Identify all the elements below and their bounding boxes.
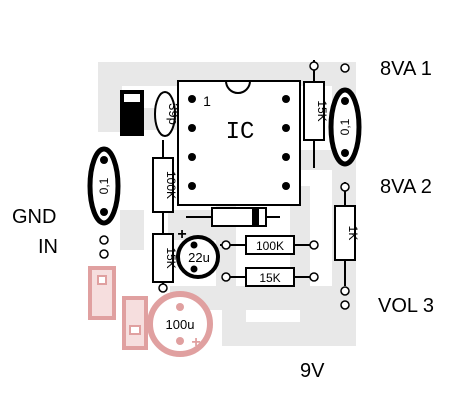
label-9v: 9V	[300, 360, 325, 382]
capacitor-39p: 39p	[154, 91, 181, 137]
resistor-100k-vertical-label: 100K	[164, 171, 178, 199]
capacitor-39p-label: 39p	[166, 103, 181, 125]
resistor-15k-horizontal: 15K	[222, 267, 318, 287]
capacitor-22u-label: 22u	[188, 250, 210, 265]
capacitor-100u-label: 100u	[166, 317, 195, 332]
resistor-1k: 1K	[334, 182, 360, 286]
capacitor-0-1-left: 0,1	[87, 146, 121, 226]
offboard-terminal-1	[88, 266, 116, 320]
ic-label: IC	[226, 119, 255, 146]
label-in: IN	[38, 236, 58, 258]
resistor-15k-left-label: 15K	[164, 247, 178, 268]
capacitor-0-1-right-label: 0,1	[338, 118, 352, 135]
capacitor-22u-plus: +	[177, 226, 186, 243]
resistor-15k-top: 15K	[303, 60, 329, 168]
label-gnd: GND	[12, 206, 57, 228]
capacitor-0-1-right: 0,1	[328, 87, 362, 167]
offboard-terminal-2	[122, 296, 148, 350]
resistor-15k-horizontal-label: 15K	[259, 271, 280, 285]
capacitor-0-1-left-label: 0,1	[97, 177, 111, 194]
resistor-100k-vertical: 100K	[152, 140, 178, 230]
diode	[186, 207, 280, 227]
resistor-100k-horizontal-label: 100K	[256, 239, 284, 253]
resistor-100k-horizontal: 100K	[220, 235, 318, 255]
label-vol-3: VOL 3	[378, 295, 434, 317]
label-8va-2: 8VA 2	[380, 176, 432, 198]
resistor-15k-top-label: 15K	[315, 100, 329, 121]
label-8va-1: 8VA 1	[380, 58, 432, 80]
ic-chip: IC 1	[177, 80, 301, 206]
capacitor-100u-plus: +	[191, 334, 200, 351]
resistor-15k-left: 15K	[152, 226, 178, 290]
capacitor-22u: 22u +	[176, 226, 220, 279]
black-component	[120, 90, 144, 136]
ic-pin1-label: 1	[203, 93, 211, 109]
resistor-1k-label: 1K	[346, 226, 360, 241]
capacitor-100u: 100u +	[147, 291, 213, 357]
pads	[99, 61, 350, 310]
ic-pins	[188, 95, 290, 190]
